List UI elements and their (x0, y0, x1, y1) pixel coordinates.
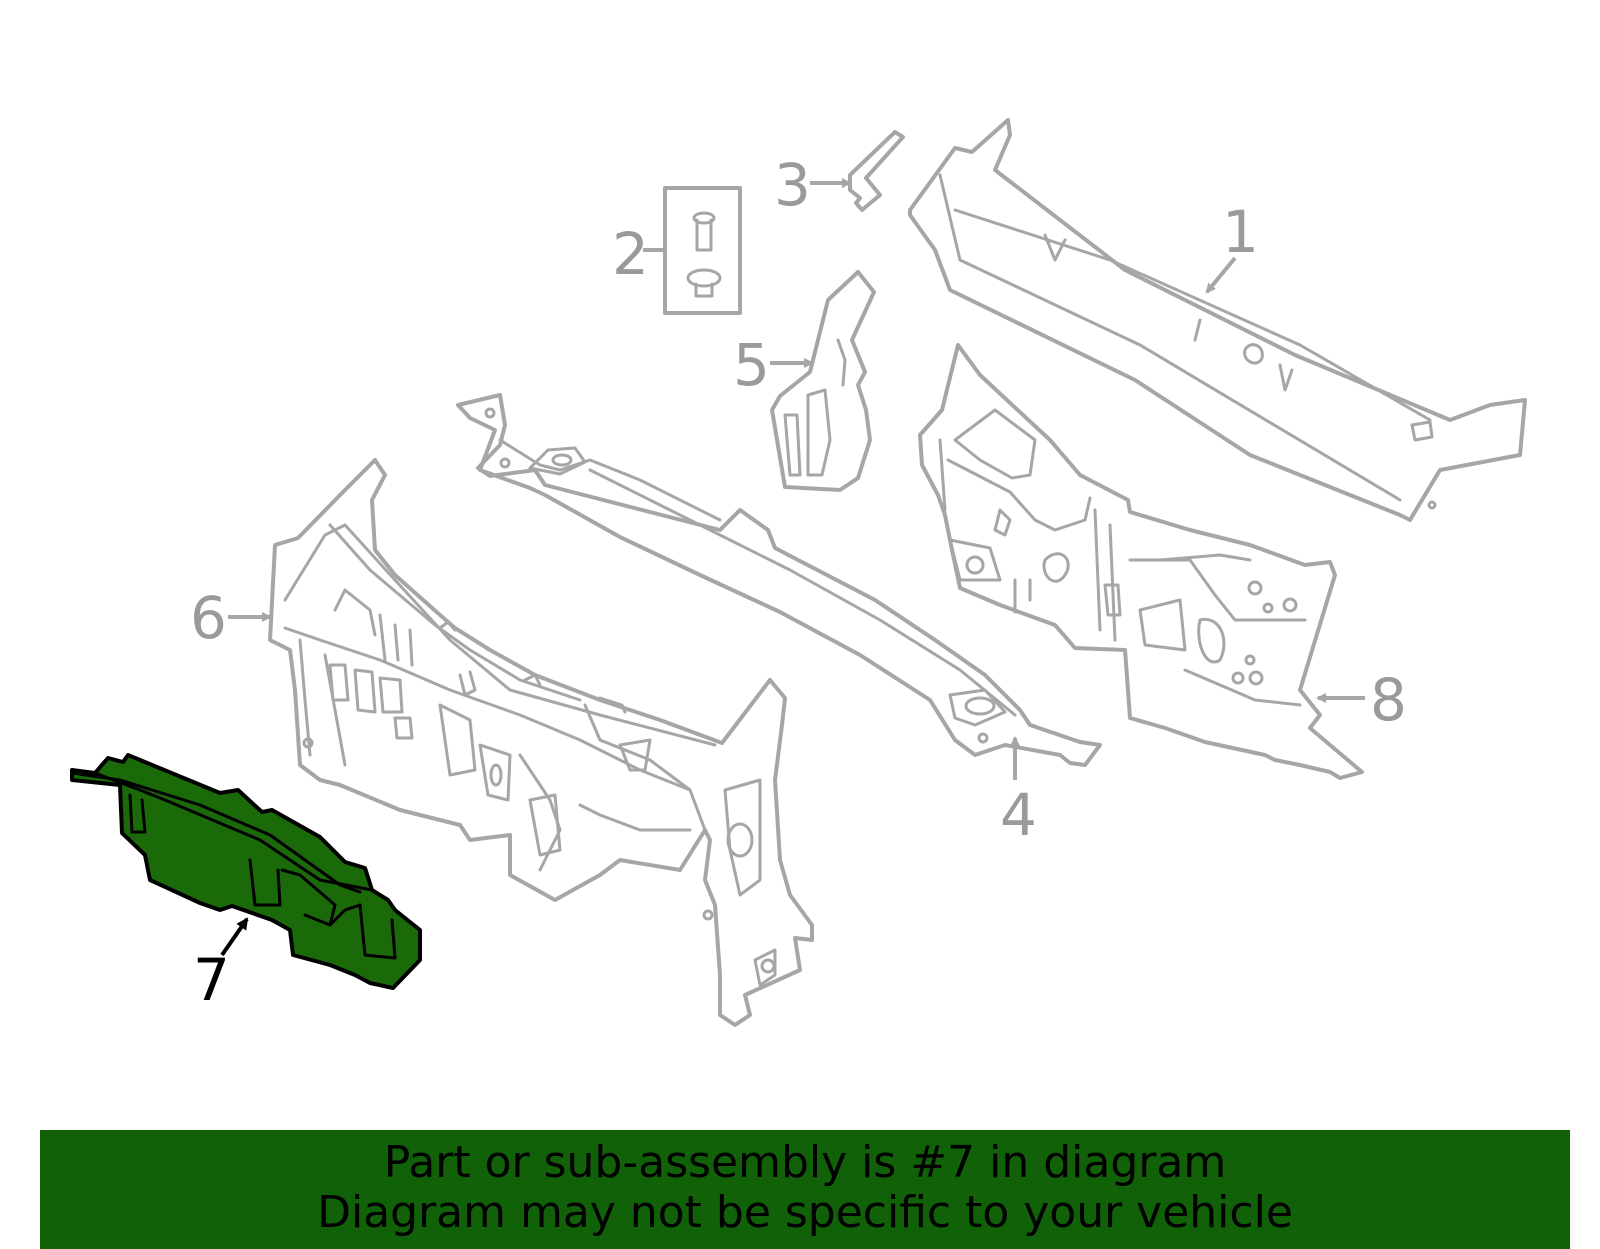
part-3-bracket (848, 130, 905, 212)
banner-line-1: Part or sub-assembly is #7 in diagram (383, 1137, 1227, 1188)
callout-4: 4 (1000, 781, 1037, 849)
part-8-dash-panel (918, 343, 1364, 780)
banner-line-2: Diagram may not be specific to your vehi… (317, 1187, 1293, 1238)
part-1-cowl-panel (908, 118, 1527, 522)
part-5-side-bracket (770, 270, 876, 492)
part-6-dash-panel (268, 458, 814, 1027)
callout-5: 5 (733, 331, 770, 399)
callout-2: 2 (612, 220, 649, 288)
callout-6: 6 (190, 584, 227, 652)
leader-lines (220, 178, 1365, 957)
callout-8: 8 (1370, 666, 1407, 734)
part-7-insulator-highlighted (70, 753, 422, 990)
info-banner: Part or sub-assembly is #7 in diagram Di… (40, 1130, 1570, 1249)
part-4-cross-member (456, 393, 1102, 767)
callout-7: 7 (193, 946, 230, 1014)
callout-1: 1 (1222, 198, 1259, 266)
part-2-fasteners (663, 186, 742, 315)
callout-3: 3 (774, 151, 811, 219)
